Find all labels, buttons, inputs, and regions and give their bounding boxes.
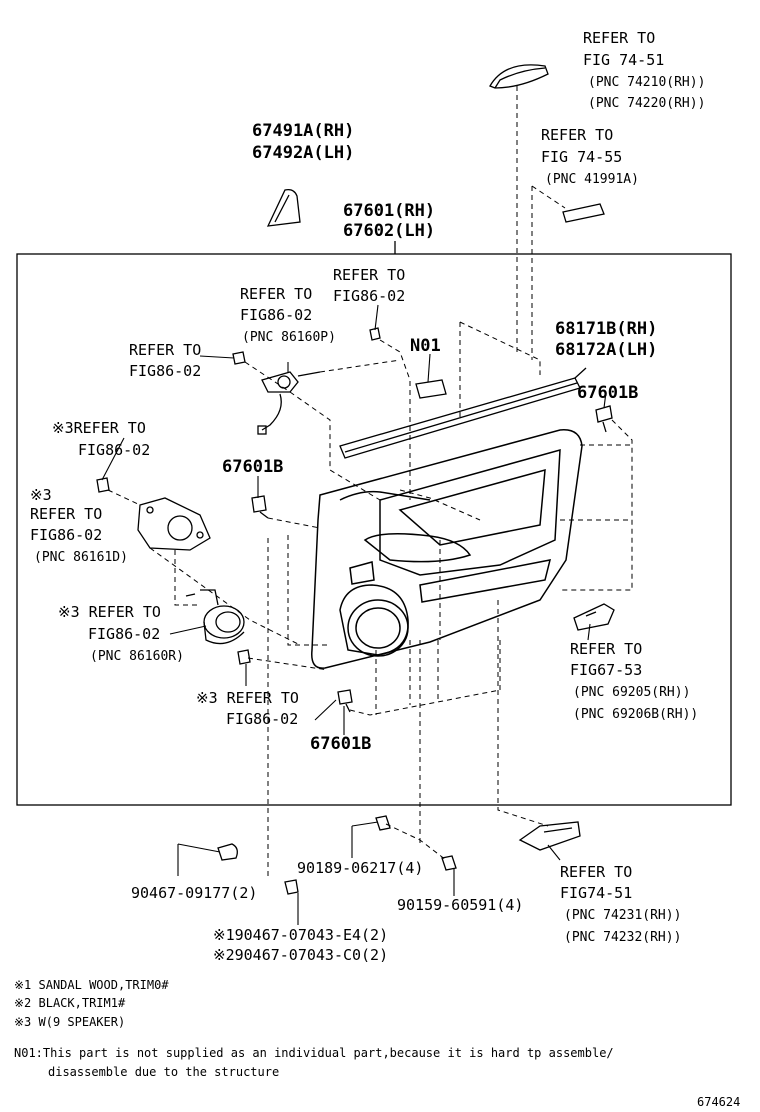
clip-bottom-label[interactable]: 67601B — [310, 734, 372, 754]
bolt-left-ref-line2[interactable]: FIG86-02 — [129, 362, 202, 380]
switch-bottom-ref-line1: REFER TO — [560, 863, 633, 881]
speaker-ref-line1: REFER TO — [240, 285, 313, 303]
left-ref3-line3: (PNC 86160R) — [90, 649, 184, 664]
left-ref2-line3[interactable]: FIG86-02 — [30, 526, 103, 544]
door-trim-panel-icon — [311, 429, 583, 669]
part-90467-c0-label[interactable]: ※290467-07043-C0(2) — [213, 946, 389, 964]
power-window-switch-icon — [573, 603, 615, 631]
left-ref2-line4: (PNC 86161D) — [34, 550, 128, 565]
clip-mid-label[interactable]: 67601B — [222, 457, 284, 477]
armrest-ref-line2[interactable]: FIG 74-51 — [583, 51, 665, 69]
left-ref1-line1: ※3REFER TO — [52, 419, 146, 437]
switch-ref-line2[interactable]: FIG67-53 — [570, 661, 643, 679]
door-trim-part-lh[interactable]: 67602(LH) — [343, 221, 436, 241]
weatherstrip-part-rh[interactable]: 68171B(RH) — [555, 319, 658, 339]
woofer-icon — [185, 589, 245, 645]
switch-bottom-ref-line4: (PNC 74232(RH)) — [564, 930, 682, 945]
drawing-number: 674624 — [697, 1095, 741, 1109]
switch-bottom-ref-line3: (PNC 74231(RH)) — [564, 908, 682, 923]
armrest-pad-icon — [489, 64, 549, 89]
garnish-part-rh[interactable]: 67491A(RH) — [252, 121, 355, 141]
left-ref2-line1: ※3 — [30, 486, 52, 504]
part-90467-09177-label[interactable]: 90467-09177(2) — [131, 884, 258, 902]
note-3: ※3 W(9 SPEAKER) — [14, 1015, 126, 1029]
clip-icon — [562, 203, 605, 223]
clip-ref-line3: (PNC 41991A) — [545, 172, 639, 187]
garnish-part-lh[interactable]: 67492A(LH) — [252, 143, 355, 163]
speaker-ref-line2[interactable]: FIG86-02 — [240, 306, 313, 324]
part-90189-label[interactable]: 90189-06217(4) — [297, 859, 424, 877]
switch-ref-line1: REFER TO — [570, 640, 643, 658]
footnote-line1: N01:This part is not supplied as an indi… — [14, 1046, 614, 1060]
screw-top-ref-line2[interactable]: FIG86-02 — [333, 287, 406, 305]
left-ref3-line1: ※3 REFER TO — [58, 603, 161, 621]
clip-fastener-icon — [251, 405, 613, 713]
door-trim-enclosure — [16, 253, 732, 806]
door-garnish-icon — [266, 188, 301, 227]
note-2: ※2 BLACK,TRIM1# — [14, 996, 126, 1010]
no1-label[interactable]: N01 — [410, 336, 441, 356]
armrest-ref-line3: (PNC 74210(RH)) — [588, 75, 706, 90]
armrest-ref-line4: (PNC 74220(RH)) — [588, 96, 706, 111]
switch-bottom-ref-line2[interactable]: FIG74-51 — [560, 884, 633, 902]
bottom-ref-line2[interactable]: FIG86-02 — [226, 710, 299, 728]
left-ref1-line2[interactable]: FIG86-02 — [78, 441, 151, 459]
speaker-ref-line3: (PNC 86160P) — [242, 330, 336, 345]
bolt-left-ref-line1: REFER TO — [129, 341, 202, 359]
speaker-bracket-icon — [137, 497, 211, 551]
bottom-ref-line1: ※3 REFER TO — [196, 689, 299, 707]
clip-ref-line2[interactable]: FIG 74-55 — [541, 148, 623, 166]
part-90159-label[interactable]: 90159-60591(4) — [397, 896, 524, 914]
armrest-ref-line1: REFER TO — [583, 29, 656, 47]
left-ref3-line2[interactable]: FIG86-02 — [88, 625, 161, 643]
clip-ref-line1: REFER TO — [541, 126, 614, 144]
weatherstrip-icon — [339, 377, 581, 459]
door-trim-part-rh[interactable]: 67601(RH) — [343, 201, 436, 221]
no1-part-icon — [415, 379, 447, 399]
clip-right-label[interactable]: 67601B — [577, 383, 639, 403]
footnote-line2: disassemble due to the structure — [48, 1065, 280, 1079]
screw-icon — [96, 327, 457, 895]
screw-top-ref-line1: REFER TO — [333, 266, 406, 284]
part-90467-e4-label[interactable]: ※190467-07043-E4(2) — [213, 926, 389, 944]
switch-ref-line3: (PNC 69205(RH)) — [573, 685, 691, 700]
master-switch-icon — [518, 821, 581, 851]
weatherstrip-part-lh[interactable]: 68172A(LH) — [555, 340, 658, 360]
tweeter-icon — [257, 371, 321, 435]
switch-ref-line4: (PNC 69206B(RH)) — [573, 707, 699, 722]
left-ref2-line2: REFER TO — [30, 505, 103, 523]
note-1: ※1 SANDAL WOOD,TRIM0# — [14, 978, 169, 992]
